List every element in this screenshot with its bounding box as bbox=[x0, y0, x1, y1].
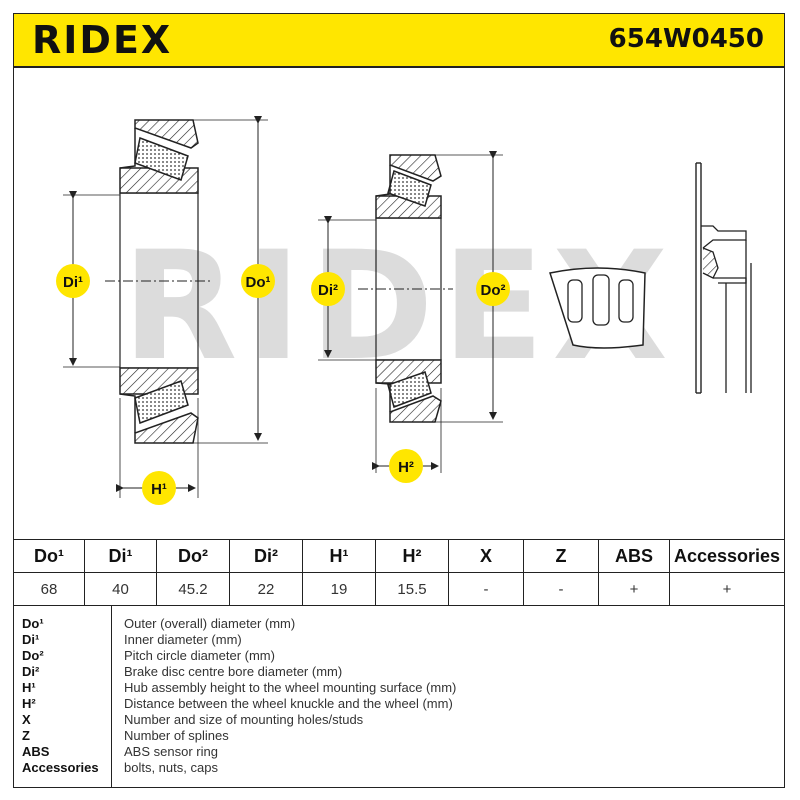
h2-label: H² bbox=[398, 459, 414, 476]
h2-badge bbox=[389, 449, 423, 483]
legend-key: Accessories bbox=[22, 760, 99, 775]
legend-row: Di¹ Inner diameter (mm) bbox=[14, 632, 784, 648]
legend-key: Di² bbox=[22, 664, 40, 679]
h1-label: H¹ bbox=[151, 481, 167, 498]
legend-key: H² bbox=[22, 696, 36, 711]
spec-value-do2: 45.2 bbox=[156, 572, 230, 606]
seal-profile-detail bbox=[695, 162, 752, 394]
legend-row: Z Number of splines bbox=[14, 728, 784, 744]
legend-description: Outer (overall) diameter (mm) bbox=[124, 616, 296, 631]
spec-header-di2: Di² bbox=[229, 539, 303, 573]
legend-description: Hub assembly height to the wheel mountin… bbox=[124, 680, 457, 695]
di1-badge bbox=[56, 264, 90, 298]
legend-row: Accessories bolts, nuts, caps bbox=[14, 760, 784, 776]
legend-row: H¹ Hub assembly height to the wheel mount… bbox=[14, 680, 784, 696]
spec-value-x: - bbox=[448, 572, 524, 606]
legend-description: ABS sensor ring bbox=[124, 744, 218, 759]
do1-label: Do¹ bbox=[246, 274, 271, 291]
legend-row: H² Distance between the wheel knuckle and… bbox=[14, 696, 784, 712]
legend-panel: Do¹ Outer (overall) diameter (mm) Di¹ Inne… bbox=[13, 605, 785, 788]
spec-value-h1: 19 bbox=[302, 572, 376, 606]
spec-header-do2: Do² bbox=[156, 539, 230, 573]
spec-value-z: - bbox=[523, 572, 599, 606]
spec-header-accessories: Accessories bbox=[669, 539, 785, 573]
di2-label: Di² bbox=[318, 282, 338, 299]
brand-logo: RIDEX bbox=[32, 18, 173, 62]
spec-table: Do¹ Di¹ Do² Di² H¹ H² X Z ABS Accessorie… bbox=[13, 539, 785, 606]
header-bar: RIDEX 654W0450 bbox=[13, 13, 785, 68]
spec-value-di2: 22 bbox=[229, 572, 303, 606]
di1-label: Di¹ bbox=[63, 274, 83, 291]
spec-header-h1: H¹ bbox=[302, 539, 376, 573]
legend-row: Do¹ Outer (overall) diameter (mm) bbox=[14, 616, 784, 632]
spec-value-di1: 40 bbox=[84, 572, 157, 606]
spec-header-z: Z bbox=[523, 539, 599, 573]
legend-row: Do² Pitch circle diameter (mm) bbox=[14, 648, 784, 664]
bearing-2-section bbox=[358, 154, 453, 423]
legend-key: Do¹ bbox=[22, 616, 44, 631]
legend-key: Do² bbox=[22, 648, 44, 663]
h1-badge bbox=[142, 471, 176, 505]
legend-description: Number and size of mounting holes/studs bbox=[124, 712, 364, 727]
legend-description: Number of splines bbox=[124, 728, 229, 743]
legend-row: Di² Brake disc centre bore diameter (mm) bbox=[14, 664, 784, 680]
legend-description: bolts, nuts, caps bbox=[124, 760, 218, 775]
legend-key: ABS bbox=[22, 744, 50, 759]
spec-value-accessories: + bbox=[669, 572, 785, 606]
legend-description: Distance between the wheel knuckle and t… bbox=[124, 696, 453, 711]
bearing-1-section bbox=[105, 119, 213, 444]
spec-header-do1: Do¹ bbox=[13, 539, 85, 573]
spec-value-abs: + bbox=[598, 572, 670, 606]
do2-badge bbox=[476, 272, 510, 306]
legend-key: X bbox=[22, 712, 31, 727]
legend-description: Pitch circle diameter (mm) bbox=[124, 648, 275, 663]
spec-table-value-row: 68 40 45.2 22 19 15.5 - - + + bbox=[13, 572, 785, 606]
di2-badge bbox=[311, 272, 345, 306]
technical-drawing: RIDEX Di¹ Do¹ H¹ bbox=[56, 116, 752, 505]
legend-row: X Number and size of mounting holes/studs bbox=[14, 712, 784, 728]
spec-header-abs: ABS bbox=[598, 539, 670, 573]
do1-badge bbox=[241, 264, 275, 298]
spec-header-h2: H² bbox=[375, 539, 449, 573]
legend-row: ABS ABS sensor ring bbox=[14, 744, 784, 760]
spec-value-h2: 15.5 bbox=[375, 572, 449, 606]
spec-value-do1: 68 bbox=[13, 572, 85, 606]
legend-key: H¹ bbox=[22, 680, 36, 695]
roller-cage-detail bbox=[549, 267, 646, 349]
legend-description: Inner diameter (mm) bbox=[124, 632, 242, 647]
legend-key: Z bbox=[22, 728, 30, 743]
spec-header-x: X bbox=[448, 539, 524, 573]
legend-key: Di¹ bbox=[22, 632, 40, 647]
legend-description: Brake disc centre bore diameter (mm) bbox=[124, 664, 343, 679]
part-number: 654W0450 bbox=[608, 24, 764, 54]
spec-header-di1: Di¹ bbox=[84, 539, 157, 573]
spec-table-header-row: Do¹ Di¹ Do² Di² H¹ H² X Z ABS Accessorie… bbox=[13, 539, 785, 573]
legend-divider bbox=[111, 606, 112, 787]
do2-label: Do² bbox=[481, 282, 506, 299]
